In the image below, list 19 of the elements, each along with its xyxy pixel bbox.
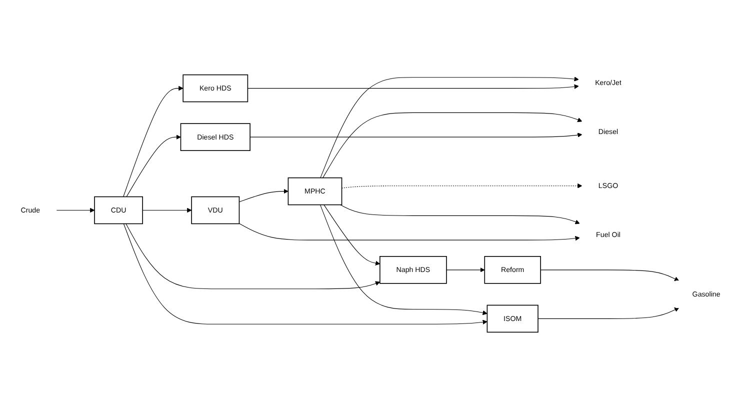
arrow — [123, 224, 488, 325]
arrow — [320, 204, 488, 316]
arrow — [320, 76, 579, 178]
arrow — [56, 208, 95, 213]
arrow — [247, 84, 579, 90]
arrow — [538, 308, 680, 320]
arrow — [238, 189, 288, 202]
arrow — [446, 268, 485, 273]
arrow — [123, 86, 184, 198]
arrow — [322, 112, 582, 178]
arrow — [342, 184, 582, 189]
arrow — [324, 204, 380, 266]
arrow — [238, 223, 580, 241]
arrow — [142, 208, 192, 213]
arrow — [250, 132, 582, 138]
arrow — [126, 224, 380, 290]
arrow — [126, 134, 181, 198]
arrow — [340, 204, 580, 224]
arrow — [540, 270, 680, 282]
